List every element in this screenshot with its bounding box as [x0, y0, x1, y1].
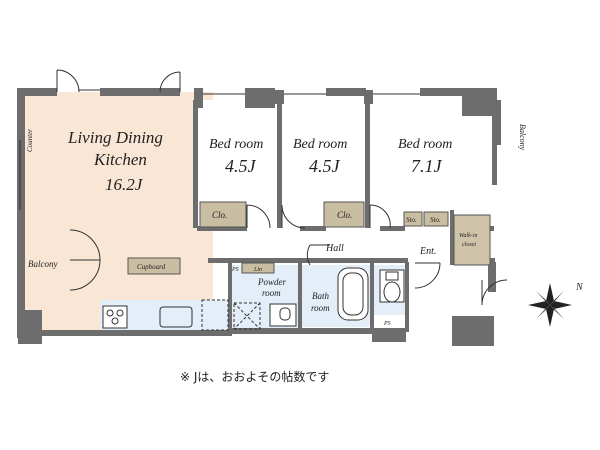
bedroom-2-size: 4.5J	[309, 156, 341, 176]
powder-room-line2: room	[262, 288, 281, 298]
ps-right-label: PS	[383, 321, 391, 327]
storage-2	[423, 211, 449, 227]
ldk-floor	[23, 92, 213, 331]
storage-1-label: Sto.	[406, 216, 417, 224]
linen-shelf	[241, 262, 275, 274]
kitchen-fixtures	[102, 299, 297, 331]
tatami-note: ※ Jは、おおよその帖数です	[180, 370, 330, 384]
closet-1-label: Clo.	[212, 210, 227, 220]
storage-2-label: Sto.	[430, 216, 441, 224]
ps-left-label: PS	[231, 267, 239, 273]
entrance-label: Ent.	[419, 246, 436, 257]
storage-1	[403, 211, 423, 227]
bath-room-line1: Bath	[312, 291, 329, 301]
powder-room-line1: Powder	[257, 277, 286, 287]
compass-rose	[528, 283, 572, 327]
bedroom-1-label: Bed room	[209, 137, 263, 152]
walk-in-closet-line1: Walk-in	[459, 233, 477, 239]
bedroom-3-size: 7.1J	[411, 156, 443, 176]
cupboard-label: Cupboard	[137, 263, 166, 271]
counter-label: Counter	[26, 129, 34, 152]
hall-label: Hall	[325, 243, 344, 254]
bath-fixtures	[337, 267, 405, 321]
bedroom-2-label: Bed room	[293, 137, 347, 152]
ldk-size: 16.2J	[105, 175, 144, 194]
walk-in-closet	[453, 214, 491, 266]
cupboard	[127, 257, 181, 275]
doors	[56, 69, 508, 306]
bedroom-3-floor	[370, 100, 496, 228]
closet-2-label: Clo.	[337, 210, 352, 220]
linen-label: Lin	[253, 267, 262, 273]
walk-in-closet-line2: closet	[462, 242, 476, 248]
balcony-left-label: Balcony	[28, 259, 58, 269]
compass-north-label: N	[575, 282, 584, 293]
windows	[19, 89, 420, 210]
ldk-label-line2: Kitchen	[93, 150, 147, 169]
bath-room-line2: room	[311, 303, 330, 313]
closet-1	[199, 201, 247, 228]
bedroom-1-size: 4.5J	[225, 156, 257, 176]
bedroom-3-label: Bed room	[398, 137, 452, 152]
closet-2	[323, 201, 365, 228]
ldk-label-line1: Living Dining	[67, 128, 163, 147]
balcony-right-label: Balcony	[518, 124, 527, 151]
